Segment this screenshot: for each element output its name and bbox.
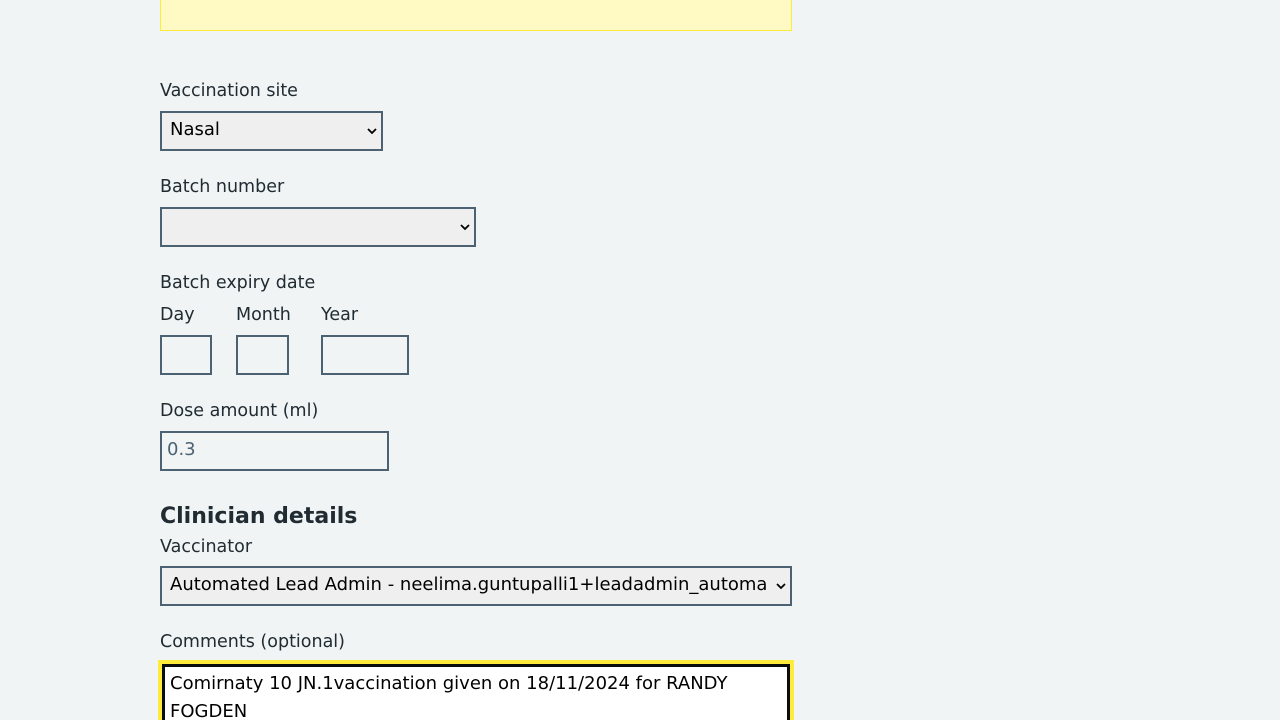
vaccinator-label: Vaccinator — [160, 537, 253, 557]
vaccination-site-label: Vaccination site — [160, 81, 298, 101]
comments-label: Comments (optional) — [160, 632, 345, 652]
vaccinator-selected-value: Automated Lead Admin - neelima.guntupall… — [170, 574, 768, 595]
comments-textarea[interactable]: Comirnaty 10 JN.1vaccination given on 18… — [158, 660, 794, 720]
dose-amount-label: Dose amount (ml) — [160, 401, 319, 421]
expiry-year-label: Year — [321, 305, 359, 325]
batch-number-selected-value — [170, 226, 458, 228]
vaccinator-select[interactable]: Automated Lead Admin - neelima.guntupall… — [160, 566, 792, 606]
notice-box — [160, 0, 792, 31]
expiry-month-input[interactable] — [236, 335, 289, 375]
expiry-day-input[interactable] — [160, 335, 212, 375]
chevron-down-icon — [365, 113, 379, 149]
vaccination-site-selected-value: Nasal — [170, 119, 220, 140]
expiry-year-input[interactable] — [321, 335, 409, 375]
vaccination-site-select[interactable]: Nasal — [160, 111, 383, 151]
comments-textarea-content[interactable]: Comirnaty 10 JN.1vaccination given on 18… — [162, 664, 790, 720]
batch-number-select[interactable] — [160, 207, 476, 247]
chevron-down-icon — [458, 209, 472, 245]
chevron-down-icon — [774, 568, 788, 604]
batch-number-label: Batch number — [160, 177, 285, 197]
expiry-month-label: Month — [236, 305, 291, 325]
expiry-day-label: Day — [160, 305, 195, 325]
batch-expiry-label: Batch expiry date — [160, 273, 316, 293]
clinician-details-heading: Clinician details — [160, 504, 358, 529]
dose-amount-input[interactable]: 0.3 — [160, 431, 389, 471]
